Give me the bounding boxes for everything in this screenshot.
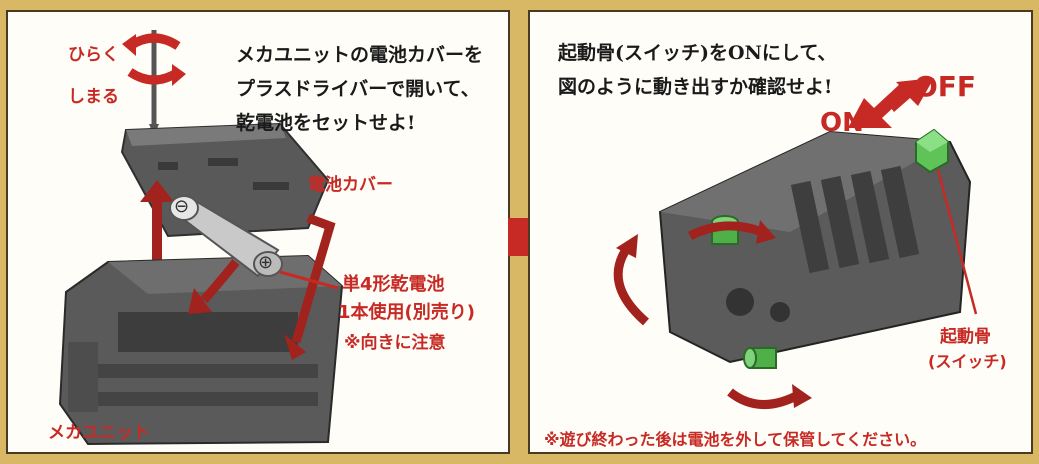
switch-label: 起動骨	[940, 327, 991, 347]
battery-install-illustration	[58, 30, 344, 446]
insert-battery-arrow-icon	[188, 259, 240, 314]
close-cover-arrow-icon	[284, 213, 336, 360]
battery-orientation-note: ※向きに注意	[344, 333, 446, 353]
switch-leader-line	[936, 169, 978, 315]
battery-minus-icon: ⊖	[174, 196, 190, 217]
open-label: ひらく	[68, 45, 119, 65]
left-instruction-line-1: メカユニットの電池カバーを	[236, 44, 484, 66]
battery-leader-line	[279, 270, 339, 290]
battery-plus-icon: ⊕	[258, 252, 274, 273]
right-instruction-line-1: 起動骨(スイッチ)をONにして、	[558, 42, 837, 64]
battery-usage-label: 1本使用(別売り)	[338, 302, 475, 323]
battery-cover-label: 電池カバー	[308, 175, 393, 195]
off-label: OFF	[914, 70, 977, 103]
on-off-slide-arrow-icon	[848, 78, 934, 128]
battery-type-label: 単4形乾電池	[342, 274, 445, 295]
left-instruction-panel: ひらく しまる メカユニットの電池カバーを プラスドライバーで開いて、 乾電池を…	[6, 10, 510, 454]
aaa-battery-icon	[169, 195, 283, 278]
left-instruction-line-2: プラスドライバーで開いて、	[236, 78, 480, 100]
mecha-unit-body	[658, 130, 972, 364]
top-rotate-arrow-icon	[687, 221, 764, 241]
right-instruction-line-2: 図のように動き出すか確認せよ!	[558, 76, 833, 98]
mecha-unit-label: メカユニット	[48, 423, 150, 443]
right-instruction-panel: 起動骨(スイッチ)をONにして、 図のように動き出すか確認せよ! OFF ON …	[528, 10, 1033, 454]
mecha-unit-body	[58, 254, 344, 446]
switch-sublabel: (スイッチ)	[928, 352, 1007, 371]
activation-switch-icon	[915, 128, 949, 174]
on-label: ON	[820, 108, 864, 138]
side-peg-icon	[743, 347, 777, 369]
bottom-rotate-arrow-icon	[727, 388, 803, 409]
switch-activation-illustration	[613, 78, 978, 409]
left-instruction-line-3: 乾電池をセットせよ!	[236, 112, 416, 134]
close-label: しまる	[68, 87, 119, 107]
storage-note: ※遊び終わった後は電池を外して保管してください。	[544, 430, 927, 449]
lift-up-arrow-icon	[140, 180, 174, 308]
